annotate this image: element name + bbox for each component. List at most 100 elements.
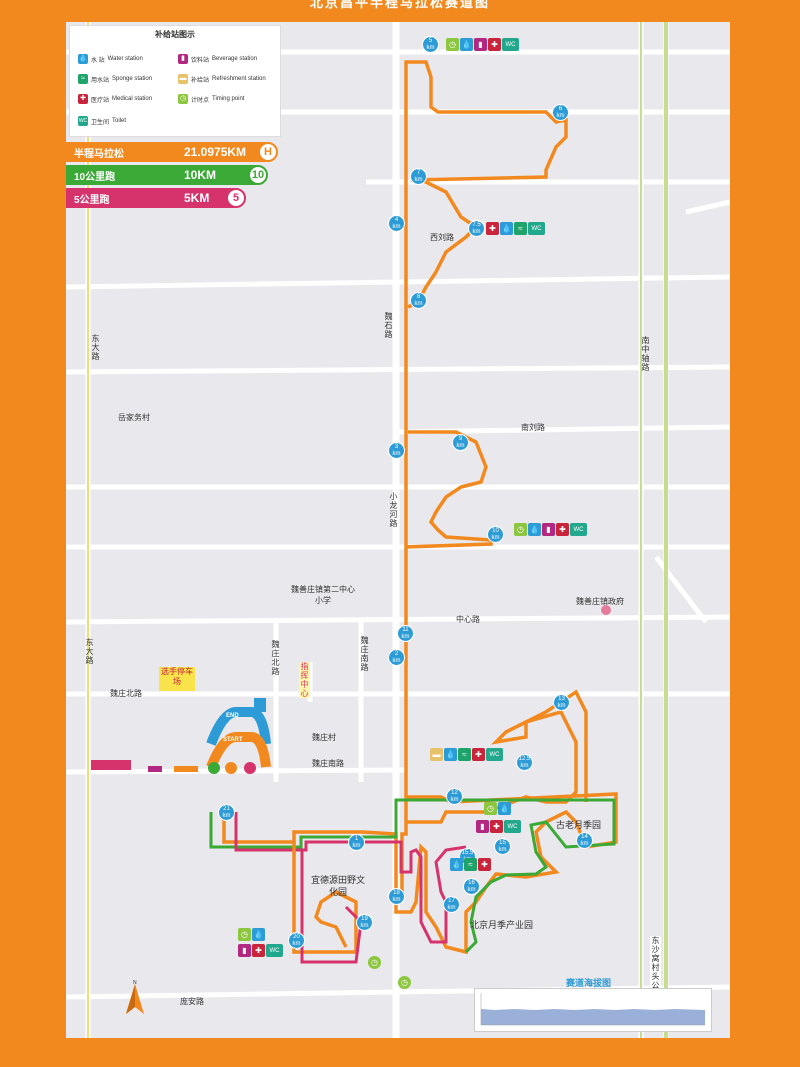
legend-item-medical: ✚ 医疗站 Medical station xyxy=(78,94,152,104)
clock-icon: ◷ xyxy=(398,976,411,989)
distance-5km: 5公里跑 5KM 5 xyxy=(66,188,246,208)
water-icon: 💧 xyxy=(252,928,265,941)
station-km12-bottom: ▮ ✚ WC xyxy=(476,820,521,833)
route-5km-south-loop xyxy=(300,850,363,964)
legend: 补给站图示 💧 水 站 Water station ▮ 饮料站 Beverage… xyxy=(69,25,281,137)
label-dongda-road: 东大路 xyxy=(91,334,100,361)
label-xiliu-road: 西刘路 xyxy=(430,233,454,242)
label-dongsha-park: 东沙窝村头公园 xyxy=(650,936,661,999)
water-icon: 💧 xyxy=(444,748,457,761)
sponge-icon: ≈ xyxy=(464,858,477,871)
race-map: 补给站图示 💧 水 站 Water station ▮ 饮料站 Beverage… xyxy=(66,22,730,1038)
badge-5km: 5 xyxy=(226,188,246,208)
station-km5: ◷ 💧 ▮ ✚ WC xyxy=(446,38,519,51)
badge-half: H xyxy=(258,142,278,162)
legend-item-toilet: WC 卫生间 Toilet xyxy=(78,116,127,126)
wc-icon: WC xyxy=(486,748,503,761)
water-icon: 💧 xyxy=(78,54,88,64)
label-dong-road: 东大路 xyxy=(85,638,94,665)
distance-half: 半程马拉松 21.0975KM H xyxy=(66,142,278,162)
clock-icon: ◷ xyxy=(368,956,381,969)
legend-item-beverage: ▮ 饮料站 Beverage station xyxy=(178,54,257,64)
sponge-icon: ≈ xyxy=(514,222,527,235)
cross-icon: ✚ xyxy=(78,94,88,104)
legend-title: 补给站图示 xyxy=(155,30,195,39)
wc-icon: WC xyxy=(266,944,283,957)
station-km20-top: ◷ 💧 xyxy=(238,928,265,941)
wc-icon: WC xyxy=(504,820,521,833)
label-weizhuang-south-st: 魏庄南路 xyxy=(360,636,369,672)
map-canvas xyxy=(66,22,730,1038)
label-pang-road: 庞安路 xyxy=(180,997,204,1006)
label-rose-park: 北京月季产业园 xyxy=(470,920,534,930)
station-km15-5: 💧 ≈ ✚ xyxy=(450,858,491,871)
north-arrow-icon: N xyxy=(126,980,144,1014)
legend-item-sponge: ≈ 用水站 Sponge station xyxy=(78,74,152,84)
cross-icon: ✚ xyxy=(472,748,485,761)
cup-icon: ▮ xyxy=(178,54,188,64)
station-km7-5: ✚ 💧 ≈ WC xyxy=(486,222,545,235)
label-start: START xyxy=(223,737,243,743)
clock-icon: ◷ xyxy=(238,928,251,941)
legend-item-refreshment: ▬ 补给站 Refreshment station xyxy=(178,74,266,84)
clock-icon: ◷ xyxy=(446,38,459,51)
elevation-title: 赛道海拔图 xyxy=(566,978,612,988)
cross-icon: ✚ xyxy=(252,944,265,957)
elevation-chart xyxy=(474,988,712,1032)
label-nanliu-road: 南刘路 xyxy=(521,423,545,432)
cup-icon: ▮ xyxy=(238,944,251,957)
water-icon: 💧 xyxy=(528,523,541,536)
distance-10km: 10公里跑 10KM 10 xyxy=(66,165,268,185)
cross-icon: ✚ xyxy=(490,820,503,833)
route-10km xyxy=(209,798,616,954)
wc-icon: WC xyxy=(528,222,545,235)
clock-icon: ◷ xyxy=(178,94,188,104)
station-km12-5: ▬ 💧 ≈ ✚ WC xyxy=(430,748,503,761)
label-command-center: 指挥中心 xyxy=(299,662,310,698)
label-weizhuang-north-st: 魏庄北路 xyxy=(271,640,280,676)
cup-icon: ▮ xyxy=(476,820,489,833)
sponge-icon: ≈ xyxy=(458,748,471,761)
route-5km xyxy=(234,812,467,944)
badge-10km: 10 xyxy=(248,165,268,185)
wc-icon: WC xyxy=(502,38,519,51)
water-icon: 💧 xyxy=(460,38,473,51)
bread-icon: ▬ xyxy=(430,748,443,761)
label-school: 魏善庄镇第二中心小学 xyxy=(291,585,355,605)
station-km20-bottom: ▮ ✚ WC xyxy=(238,944,283,957)
cross-icon: ✚ xyxy=(486,222,499,235)
wc-icon: WC xyxy=(570,523,587,536)
label-weizhuang-village: 魏庄村 xyxy=(312,733,336,742)
label-weishi-road: 魏石路 xyxy=(384,312,393,339)
cup-icon: ▮ xyxy=(474,38,487,51)
label-nanzhong-axis: 南中轴路 xyxy=(641,336,650,372)
label-parking: 选手停车场 xyxy=(159,667,195,691)
route-half-south-loop xyxy=(292,842,358,954)
cross-icon: ✚ xyxy=(488,38,501,51)
station-km10: ◷ 💧 ▮ ✚ WC xyxy=(514,523,587,536)
cross-icon: ✚ xyxy=(556,523,569,536)
bread-icon: ▬ xyxy=(178,74,188,84)
wc-icon: WC xyxy=(78,116,88,126)
label-yide-park: 宜德源田野文化园 xyxy=(310,875,365,897)
water-icon: 💧 xyxy=(500,222,513,235)
